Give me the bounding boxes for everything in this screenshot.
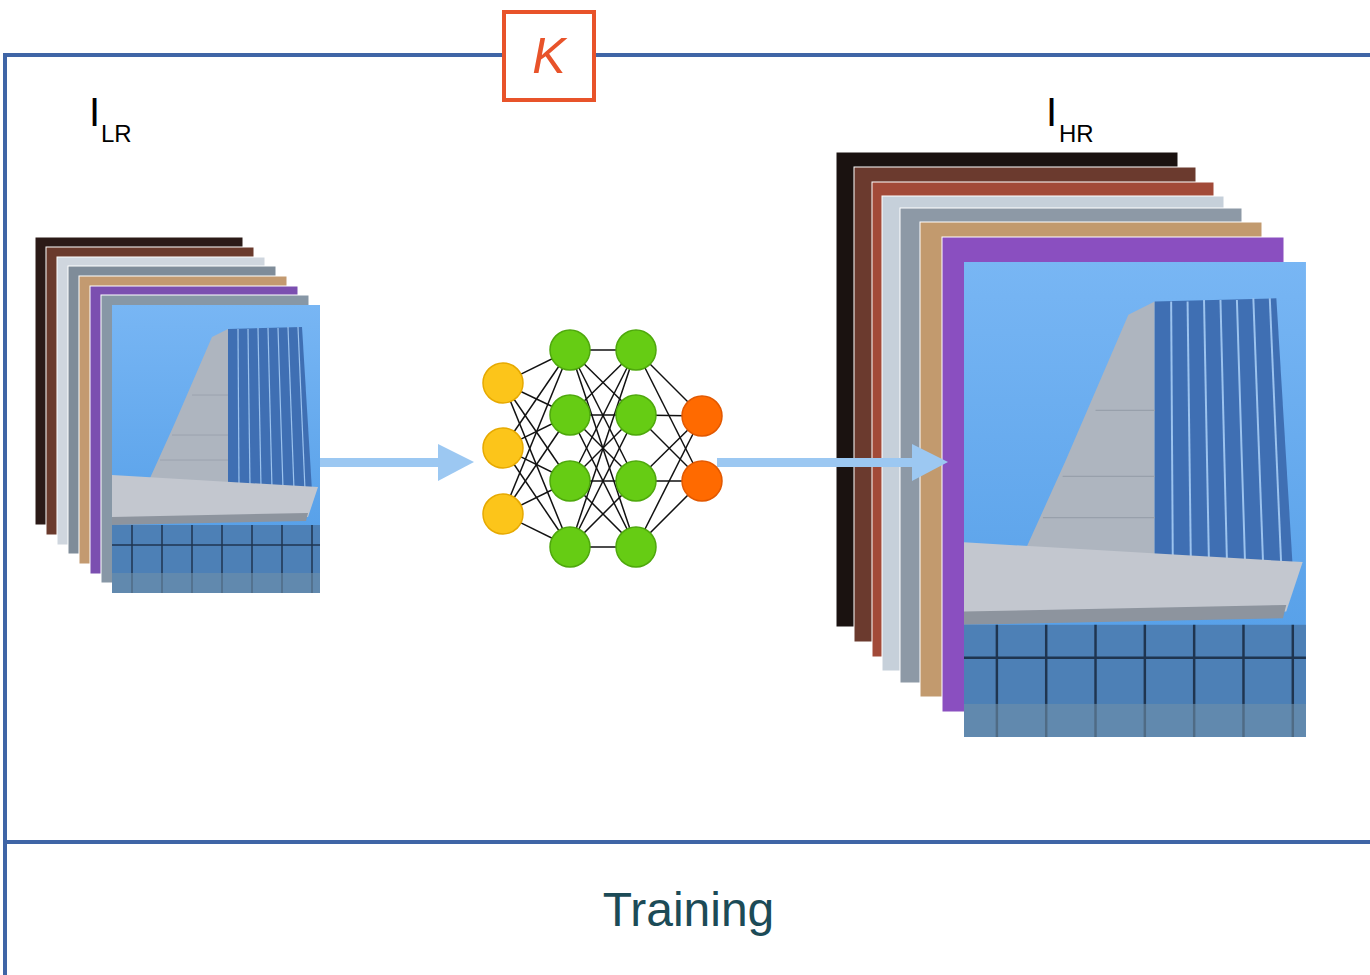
image-set-letter: I	[1046, 92, 1057, 132]
neuron	[616, 395, 656, 435]
image-set-letter: I	[89, 92, 100, 132]
node-text: K	[532, 27, 565, 85]
neuron	[682, 396, 722, 436]
neuron	[483, 428, 523, 468]
neuron	[616, 461, 656, 501]
neuron	[483, 363, 523, 403]
network-link	[570, 350, 636, 547]
neuron	[550, 395, 590, 435]
neuron	[550, 527, 590, 567]
stage-band: Training	[7, 844, 1370, 975]
parameter-box: K	[502, 10, 596, 102]
neuron	[682, 461, 722, 501]
image-set-subscript: LR	[101, 122, 132, 146]
neuron	[483, 494, 523, 534]
neuron	[616, 527, 656, 567]
image-set-subscript: HR	[1059, 122, 1094, 146]
network-link	[570, 350, 636, 547]
neuron	[550, 330, 590, 370]
neuron	[616, 330, 656, 370]
node-text: Training	[603, 882, 775, 937]
neuron	[550, 461, 590, 501]
